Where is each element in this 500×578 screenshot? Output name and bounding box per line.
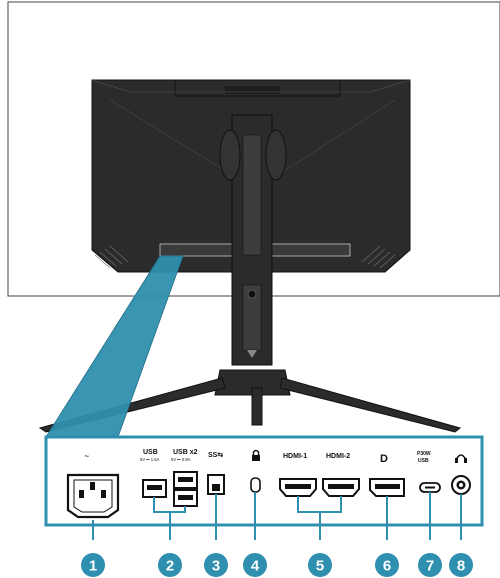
usbc-label: USB	[418, 458, 429, 464]
callout-6-number: 6	[383, 558, 391, 575]
power-symbol: ~	[84, 451, 89, 461]
callout-leaders	[92, 492, 462, 540]
headphone-icon	[455, 454, 467, 463]
callout-8-number: 8	[457, 558, 465, 575]
callout-7: 7	[418, 553, 442, 577]
hdmi2-label: HDMI-2	[326, 453, 350, 460]
callout-3-number: 3	[212, 558, 220, 575]
callout-1: 1	[81, 553, 105, 577]
usb-a-rating: 5V ⎓ 1.5A	[140, 457, 160, 462]
callout-8: 8	[449, 553, 473, 577]
hdmi1-label: HDMI-1	[283, 453, 307, 460]
usb-a-ports: USB 5V ⎓ 1.5A USB x2 5V ⎓ 0.9A	[140, 449, 198, 507]
callout-1-number: 1	[89, 558, 97, 575]
zoom-beam-outline	[45, 255, 184, 438]
zoom-beam	[46, 256, 183, 437]
power-port: ~	[66, 451, 120, 519]
callout-2-number: 2	[166, 558, 174, 575]
callout-7-number: 7	[426, 558, 434, 575]
monitor-stand	[38, 114, 462, 433]
hdmi-ports: HDMI-1 HDMI-2	[279, 453, 360, 497]
callout-5-number: 5	[316, 558, 324, 575]
callout-5: 5	[308, 553, 332, 577]
callout-6: 6	[375, 553, 399, 577]
usb-x2-label: USB x2	[173, 449, 198, 456]
callout-2: 2	[158, 553, 182, 577]
dp-label: D	[380, 453, 388, 465]
headphone-jack	[451, 454, 471, 495]
usbc-power-label: P30W	[417, 451, 431, 457]
callout-3: 3	[204, 553, 228, 577]
usb-b-label: SS⇆	[208, 451, 223, 459]
usb-a-label: USB	[143, 449, 158, 456]
callout-4-number: 4	[251, 558, 260, 575]
usb-x2-rating: 5V ⎓ 0.9A	[171, 457, 191, 462]
lock-icon	[252, 449, 260, 461]
displayport: D	[369, 453, 405, 497]
callout-4: 4	[243, 553, 267, 577]
